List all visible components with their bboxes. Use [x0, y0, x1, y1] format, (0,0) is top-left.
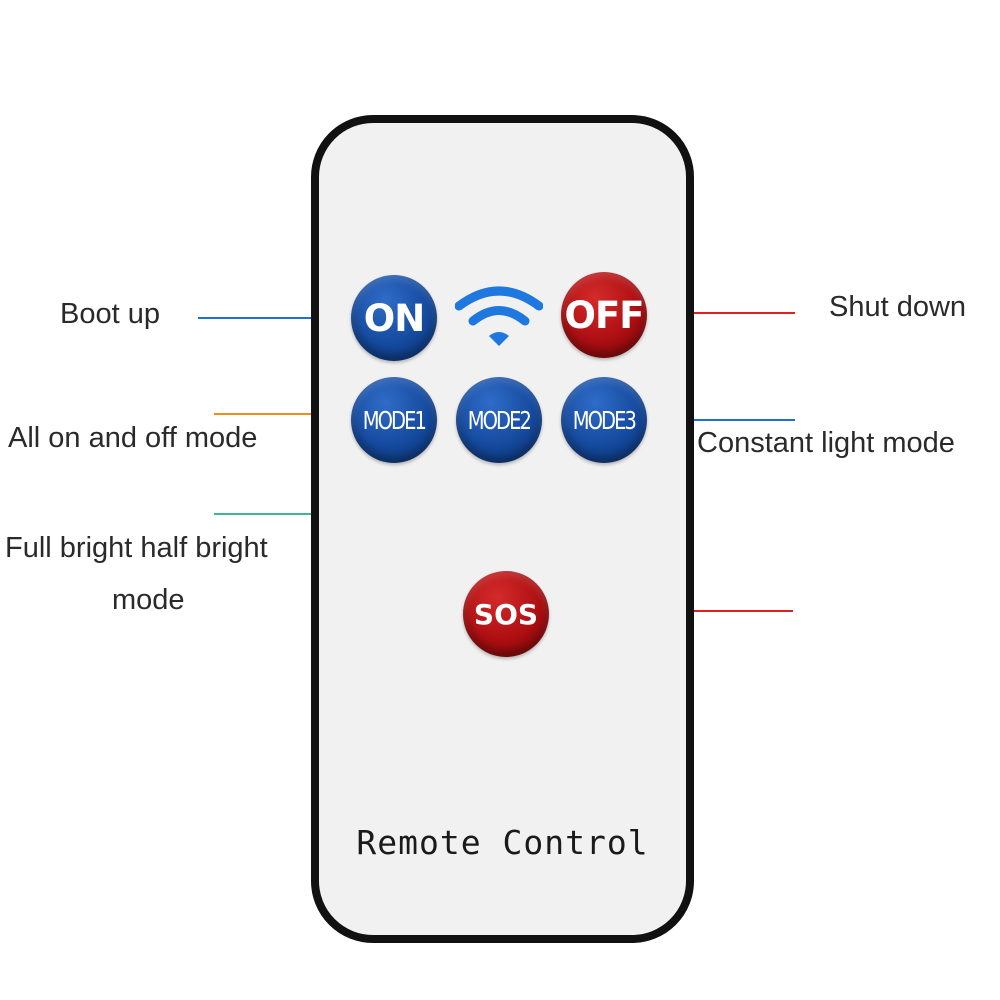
full-bright-label-line2: mode — [112, 584, 185, 616]
mode2-button[interactable]: MODE2 — [456, 377, 542, 463]
sos-button[interactable]: SOS — [463, 571, 549, 657]
shut-down-label: Shut down — [829, 291, 967, 323]
on-button[interactable]: ON — [351, 275, 437, 361]
off-button[interactable]: OFF — [561, 272, 647, 358]
wifi-icon — [455, 286, 543, 346]
boot-up-label: Boot up — [60, 298, 160, 330]
mode3-button[interactable]: MODE3 — [561, 377, 647, 463]
off-button-label: OFF — [564, 293, 644, 337]
mode2-button-label: MODE2 — [467, 405, 532, 435]
full-bright-label-line1: Full bright half bright — [5, 532, 268, 564]
all-on-off-label: All on and off mode — [8, 422, 258, 454]
mode1-button-label: MODE1 — [362, 405, 427, 435]
on-button-label: ON — [363, 296, 425, 340]
remote-control-body — [311, 115, 694, 943]
mode1-button[interactable]: MODE1 — [351, 377, 437, 463]
constant-light-label: Constant light mode — [697, 427, 955, 459]
mode3-button-label: MODE3 — [572, 405, 637, 435]
sos-button-label: SOS — [473, 597, 539, 631]
remote-title: Remote Control — [356, 823, 649, 862]
